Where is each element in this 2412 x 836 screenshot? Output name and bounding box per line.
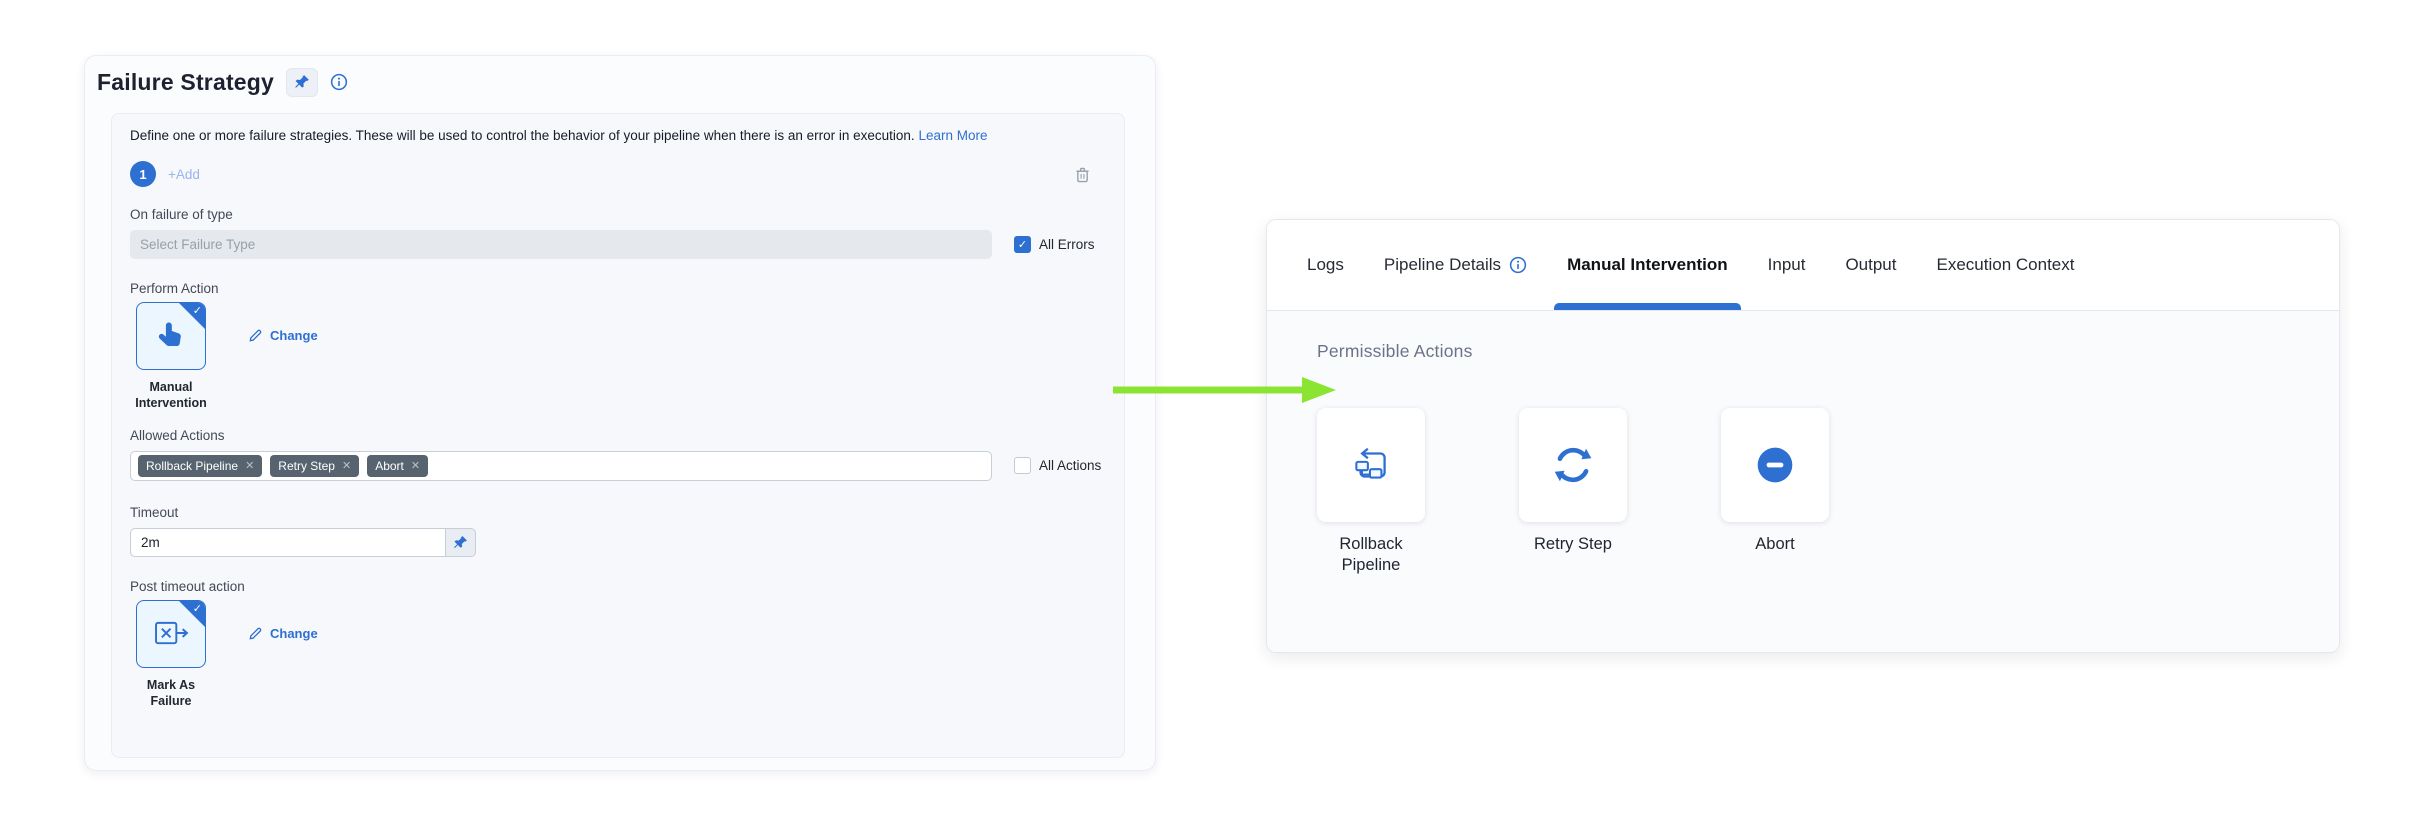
failure-strategy-panel: Failure Strategy Define one or more fail… xyxy=(84,55,1156,771)
pencil-icon xyxy=(248,626,263,641)
allowed-actions-label: Allowed Actions xyxy=(130,427,225,443)
all-actions-checkbox[interactable] xyxy=(1014,457,1031,474)
all-actions-checkbox-row[interactable]: All Actions xyxy=(1014,457,1101,474)
tab-label: Pipeline Details xyxy=(1383,255,1502,274)
tab-label: Manual Intervention xyxy=(1567,255,1728,274)
permissible-actions-title: Permissible Actions xyxy=(1317,341,1473,361)
tab-label: Execution Context xyxy=(1936,255,2075,274)
trash-icon xyxy=(1075,166,1090,183)
action-label: Rollback Pipeline xyxy=(1339,535,1403,575)
perform-action-value: Manual Intervention xyxy=(135,380,207,411)
pencil-icon xyxy=(248,328,263,343)
permissible-action-abort: Abort xyxy=(1721,408,1829,577)
panel-title: Failure Strategy xyxy=(97,68,275,95)
selected-corner-badge xyxy=(179,303,205,329)
action-label: Retry Step xyxy=(1534,535,1612,553)
change-label: Change xyxy=(270,328,318,343)
tab-label: Input xyxy=(1767,255,1806,274)
timeout-pin-button[interactable] xyxy=(445,527,476,557)
mark-as-failure-action-card[interactable]: ✓ xyxy=(136,599,206,668)
tag-label: Abort xyxy=(375,458,404,473)
change-action-button[interactable]: Change xyxy=(248,328,318,343)
step-details-panel: Logs Pipeline Details Manual Interventio… xyxy=(1266,219,2340,653)
strategy-index-badge[interactable]: 1 xyxy=(130,161,156,187)
abort-icon xyxy=(1754,444,1796,486)
learn-more-link[interactable]: Learn More xyxy=(918,128,988,143)
perform-action-label: Perform Action xyxy=(130,281,219,296)
change-post-timeout-button[interactable]: Change xyxy=(248,626,318,641)
failure-strategy-card: Define one or more failure strategies. T… xyxy=(111,113,1125,758)
selected-corner-badge xyxy=(179,600,205,627)
rollback-pipeline-icon xyxy=(1348,442,1394,488)
remove-tag-icon[interactable]: ✕ xyxy=(245,460,255,472)
tag-label: Rollback Pipeline xyxy=(146,458,239,473)
all-errors-checkbox-row[interactable]: ✓ All Errors xyxy=(1014,236,1095,253)
retry-step-button[interactable] xyxy=(1519,408,1627,522)
tab-label: Output xyxy=(1845,255,1897,274)
tab-bar: Logs Pipeline Details Manual Interventio… xyxy=(1267,220,2339,311)
all-actions-label: All Actions xyxy=(1039,458,1102,473)
allowed-actions-input[interactable]: Rollback Pipeline ✕ Retry Step ✕ Abort ✕ xyxy=(130,450,992,481)
remove-tag-icon[interactable]: ✕ xyxy=(410,460,421,472)
failure-strategy-header: Failure Strategy xyxy=(85,56,1155,100)
action-label: Abort xyxy=(1755,535,1795,553)
tab-input[interactable]: Input xyxy=(1748,220,1826,310)
pin-button[interactable] xyxy=(286,67,319,97)
tag-abort: Abort ✕ xyxy=(367,454,429,477)
manual-intervention-content: Permissible Actions xyxy=(1267,311,2339,652)
add-strategy-button[interactable]: +Add xyxy=(168,166,200,182)
selected-check-icon: ✓ xyxy=(192,305,202,317)
selected-check-icon: ✓ xyxy=(192,602,202,615)
tag-label: Retry Step xyxy=(278,458,335,473)
tab-label: Logs xyxy=(1307,255,1344,274)
failure-type-select[interactable]: Select Failure Type xyxy=(130,230,992,259)
tab-manual-intervention[interactable]: Manual Intervention xyxy=(1547,220,1748,310)
strategy-description: Define one or more failure strategies. T… xyxy=(130,128,1106,143)
remove-tag-icon[interactable]: ✕ xyxy=(341,460,352,472)
manual-intervention-action-card[interactable]: ✓ xyxy=(136,302,206,370)
delete-strategy-button[interactable] xyxy=(1075,166,1090,183)
permissible-action-retry: Retry Step xyxy=(1519,408,1627,577)
tab-execution-context[interactable]: Execution Context xyxy=(1917,220,2095,310)
info-icon[interactable] xyxy=(330,73,348,91)
timeout-label: Timeout xyxy=(130,504,179,520)
info-icon xyxy=(1509,256,1527,274)
tag-retry-step: Retry Step ✕ xyxy=(270,454,360,477)
abort-button[interactable] xyxy=(1721,408,1829,522)
tab-logs[interactable]: Logs xyxy=(1287,220,1364,310)
pin-icon xyxy=(453,535,468,550)
permissible-action-rollback: Rollback Pipeline xyxy=(1317,408,1425,577)
all-errors-checkbox[interactable]: ✓ xyxy=(1014,236,1031,253)
pin-icon xyxy=(294,74,310,90)
tab-pipeline-details[interactable]: Pipeline Details xyxy=(1364,220,1547,310)
retry-step-icon xyxy=(1550,442,1596,488)
flow-arrow xyxy=(1113,377,1336,403)
on-failure-of-type-label: On failure of type xyxy=(130,207,233,222)
manual-intervention-icon xyxy=(154,319,188,353)
mark-as-failure-icon xyxy=(153,619,190,648)
timeout-input[interactable] xyxy=(130,527,445,557)
post-timeout-action-label: Post timeout action xyxy=(130,578,245,594)
all-errors-label: All Errors xyxy=(1039,237,1095,252)
post-timeout-action-value: Mark As Failure xyxy=(146,677,196,708)
description-text: Define one or more failure strategies. T… xyxy=(130,128,915,143)
tag-rollback-pipeline: Rollback Pipeline ✕ xyxy=(138,454,263,477)
tab-output[interactable]: Output xyxy=(1825,220,1916,310)
change-label: Change xyxy=(270,625,318,641)
rollback-pipeline-button[interactable] xyxy=(1317,408,1425,522)
